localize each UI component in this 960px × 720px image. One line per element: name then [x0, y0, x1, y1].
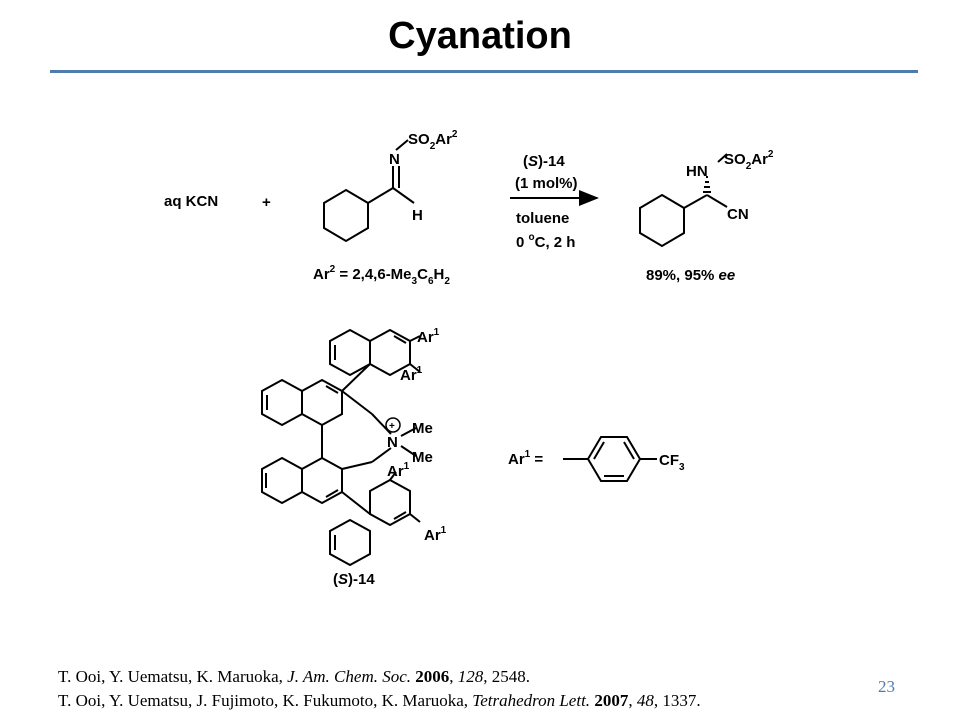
- ar1-label-2: Ar1: [400, 365, 423, 384]
- product-nitrile: CN: [727, 206, 749, 223]
- product-amine: HN: [686, 163, 708, 180]
- positive-charge: +: [389, 421, 395, 432]
- methyl-2: Me: [412, 449, 433, 466]
- ammonium-nitrogen: N: [387, 434, 398, 451]
- page-number: 23: [878, 677, 895, 696]
- slide-title: Cyanation: [388, 15, 572, 57]
- ar1-label-3: Ar1: [387, 461, 410, 480]
- ar2-definition: Ar2 = 2,4,6-Me3C6H2: [313, 264, 450, 287]
- cyclohexane-ring-product: [639, 153, 728, 248]
- catalyst-label: (S)-14: [333, 571, 375, 588]
- charge-circle: [385, 417, 401, 433]
- ar1-label-4: Ar1: [424, 525, 447, 544]
- catalyst-loading: (1 mol%): [515, 175, 578, 192]
- ar1-definition: Ar1 =: [508, 449, 543, 468]
- reference-1: T. Ooi, Y. Uematsu, K. Maruoka, J. Am. C…: [58, 667, 531, 686]
- aryl-ring: [563, 436, 657, 482]
- reagent-kcn: aq KCN: [164, 193, 218, 210]
- trifluoromethyl: CF3: [659, 452, 685, 473]
- methyl-1: Me: [412, 420, 433, 437]
- imine-nitrogen: N: [389, 151, 400, 168]
- imine-hydrogen: H: [412, 207, 423, 224]
- sulfonyl-group-start: SO2Ar2: [408, 129, 458, 152]
- reaction-scheme: aq KCN + N H SO2Ar2 Ar2 = 2,4,6-Me3C6H2 …: [164, 129, 774, 588]
- ar1-label-1: Ar1: [417, 327, 440, 346]
- solvent: toluene: [516, 210, 569, 227]
- stereo-hash-bond: [703, 176, 711, 193]
- product-yield: 89%, 95% ee: [646, 267, 735, 284]
- reference-2: T. Ooi, Y. Uematsu, J. Fujimoto, K. Fuku…: [58, 691, 701, 710]
- temperature-time: 0 oC, 2 h: [516, 232, 575, 251]
- catalyst-reference: (S)-14: [523, 153, 565, 170]
- title-underline: [50, 70, 918, 73]
- plus-sign: +: [262, 194, 271, 211]
- cyclohexane-ring-start: [323, 139, 415, 243]
- catalyst-structure: [261, 328, 421, 567]
- sulfonyl-group-product: SO2Ar2: [724, 149, 774, 172]
